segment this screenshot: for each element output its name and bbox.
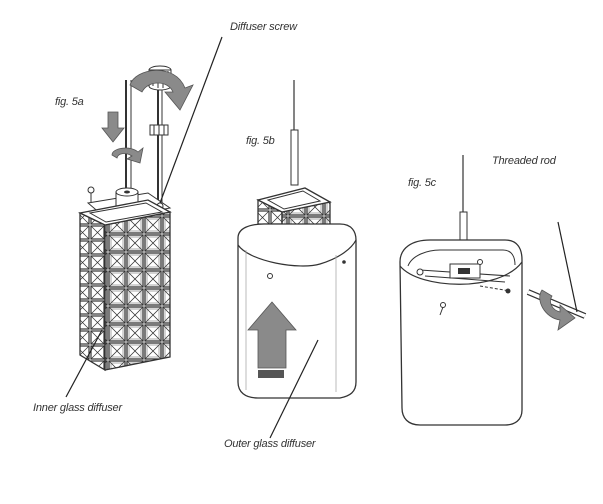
diffuser-screw-label: Diffuser screw [230,21,297,33]
threaded-rod-label: Threaded rod [492,155,556,167]
rotate-arrow-icon [129,69,194,111]
rotate-arrow-icon [539,289,576,331]
fig-5b-label: fig. 5b [246,135,275,147]
inner-glass-diffuser-label: Inner glass diffuser [33,402,122,414]
figure-5b [237,80,357,439]
figure-5c [399,155,587,426]
fig-5a-label: fig. 5a [55,96,84,108]
inner-glass-diffuser [77,199,172,372]
outer-diffuser-5c [399,239,523,426]
threaded-rod [526,289,587,319]
rotate-arrow-icon [111,147,144,164]
down-arrow-icon [101,111,125,143]
figure-5a [65,36,223,398]
outer-glass-diffuser [237,223,357,399]
up-arrow-icon [247,301,297,369]
outer-glass-diffuser-label: Outer glass diffuser [224,438,316,450]
fig-5c-label: fig. 5c [408,177,436,189]
